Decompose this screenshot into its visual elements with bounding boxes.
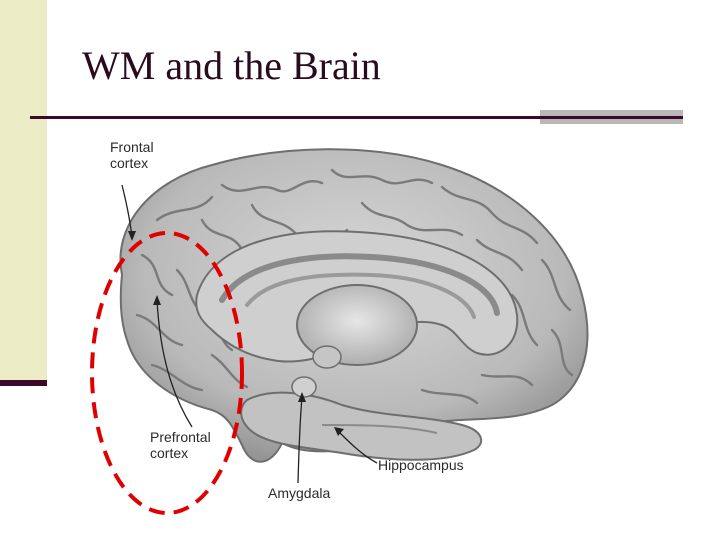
title-rule-accent-line	[540, 116, 683, 119]
label-frontal-cortex: Frontal cortex	[110, 139, 154, 171]
label-prefrontal-cortex: Prefrontal cortex	[150, 429, 211, 461]
label-hippocampus: Hippocampus	[378, 457, 464, 473]
label-frontal-line2: cortex	[110, 155, 149, 171]
label-amygdala: Amygdala	[268, 485, 331, 501]
label-frontal-line1: Frontal	[110, 139, 154, 155]
label-prefrontal-line2: cortex	[150, 445, 189, 461]
thalamus	[296, 284, 418, 366]
label-prefrontal-line1: Prefrontal	[150, 429, 211, 445]
prefrontal-arrow	[156, 299, 193, 428]
sidebar-decoration	[0, 0, 47, 384]
brain-figure: Frontal cortex Prefrontal cortex Hippoca…	[82, 125, 602, 515]
prefrontal-highlight	[90, 231, 244, 515]
brain-illustration	[90, 148, 589, 515]
slide-title: WM and the Brain	[82, 43, 381, 88]
title-rule	[30, 116, 682, 119]
sidebar-foot-line	[0, 380, 47, 386]
amygdala-structure	[291, 376, 317, 398]
amygdala-arrow	[297, 396, 303, 484]
